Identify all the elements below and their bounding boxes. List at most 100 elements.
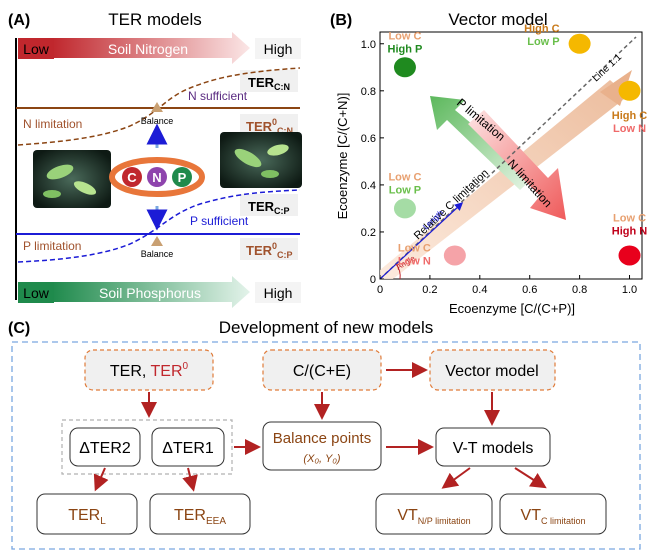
- x-tick-label: 0.8: [572, 284, 587, 296]
- ter-cn-curve: [17, 67, 301, 146]
- n-sufficient-label: N sufficient: [188, 89, 248, 103]
- ter0-cn-box: [240, 114, 298, 136]
- box-vt: V-T models: [435, 427, 551, 467]
- scatter-point: [393, 57, 416, 78]
- box-dter2: ΔTER2: [69, 427, 141, 467]
- box-ratio: C/(C+E): [262, 349, 382, 391]
- box-dter1-label: ΔTER1: [162, 440, 214, 457]
- panel-c: (C) Development of new models TER, TER0 …: [8, 318, 641, 550]
- p-limitation-label: P limitation: [23, 239, 81, 253]
- dter-group-frame: [61, 419, 233, 475]
- panel-a-letter: (A): [8, 12, 30, 29]
- phosphorus-low-box: [18, 282, 54, 303]
- vector-plot: Line 1:1 P limitation N limitation Relat…: [361, 23, 648, 296]
- p-circle: [172, 167, 192, 187]
- y-axis-label: Ecoenzyme [C/(C+N)]: [335, 93, 350, 220]
- c-label: C: [127, 170, 137, 185]
- box-ter-l: TERL: [36, 493, 138, 535]
- nitrogen-gradient-arrow: [52, 32, 250, 64]
- n-circle: [147, 167, 167, 187]
- panel-a-title: TER models: [108, 10, 202, 29]
- n-limitation-arrow: [468, 110, 566, 220]
- phosphorus-bar-label: Soil Phosphorus: [99, 285, 201, 301]
- box-balance: Balance points (X₀, Y₀): [262, 421, 382, 471]
- box-ter-eea: TEREEA: [149, 493, 251, 535]
- box-vt-c-label: VTC limitation: [521, 507, 586, 526]
- scatter-point: [443, 245, 466, 266]
- arrow-dter1-down: [182, 467, 198, 492]
- ter-cn-box: [240, 70, 298, 92]
- balance-top-marker: [151, 102, 163, 112]
- y-tick-label: 0: [370, 274, 376, 286]
- box-ratio-label: C/(C+E): [293, 363, 351, 380]
- relative-c-arrowhead: [600, 70, 632, 106]
- nitrogen-low-box: [18, 38, 54, 59]
- angle-arc: [395, 263, 401, 280]
- y-tick-label: 0.4: [361, 180, 376, 192]
- y-tick-label: 0.2: [361, 227, 376, 239]
- nitrogen-low-label: Low: [23, 41, 50, 57]
- box-vt-c: VTC limitation: [499, 493, 607, 535]
- ter-cp-label: TERC:P: [248, 199, 290, 216]
- panel-c-letter: (C): [8, 320, 30, 337]
- nitrogen-high-box: [255, 38, 301, 59]
- balance-bottom-marker: [151, 236, 163, 246]
- box-ter-eea-label: TEREEA: [174, 507, 226, 527]
- line-1-1: [379, 36, 637, 280]
- phosphorus-high-box: [255, 282, 301, 303]
- phosphorus-low-label: Low: [23, 285, 50, 301]
- scatter-point: [618, 245, 641, 266]
- ter0-cn-label: TER0C:N: [246, 117, 293, 136]
- nitrogen-bar-label: Soil Nitrogen: [108, 41, 188, 57]
- panel-b: (B) Vector model Line 1:1 P limi: [330, 10, 647, 316]
- y-tick-label: 0.6: [361, 133, 376, 145]
- cnp-cycle-icon: C N P: [109, 157, 205, 197]
- box-dter2-label: ΔTER2: [79, 440, 131, 457]
- ter-cp-curve: [17, 189, 301, 263]
- arrow-vt-left-down: [441, 467, 471, 489]
- phosphorus-high-label: High: [264, 285, 293, 301]
- p-sufficient-label: P sufficient: [190, 214, 249, 228]
- bacteria-left-image: [33, 150, 111, 208]
- p-label: P: [178, 170, 187, 185]
- box-vt-np-label: VTN/P limitation: [397, 507, 470, 526]
- x-tick-label: 0: [377, 284, 383, 296]
- box-vector: Vector model: [429, 349, 556, 391]
- x-tick-label: 1.0: [622, 284, 637, 296]
- box-balance-sub: (X₀, Y₀): [303, 453, 341, 465]
- soil-nitrogen-bar: Low Soil Nitrogen High: [18, 32, 301, 64]
- x-axis-label: Ecoenzyme [C/(C+P)]: [449, 301, 575, 316]
- y-tick-label: 0.8: [361, 86, 376, 98]
- x-tick-label: 0.2: [422, 284, 437, 296]
- box-vector-label: Vector model: [445, 363, 538, 380]
- panel-b-title: Vector model: [448, 10, 547, 29]
- panel-a: (A) TER models Low Soil Nitrogen High TE…: [8, 10, 302, 308]
- y-tick-label: 1.0: [361, 39, 376, 51]
- c-circle: [122, 167, 142, 187]
- box-ter: TER, TER0: [84, 349, 214, 391]
- soil-phosphorus-bar: Low Soil Phosphorus High: [18, 276, 301, 308]
- box-vt-np: VTN/P limitation: [375, 493, 493, 535]
- box-balance-label: Balance points: [273, 430, 371, 447]
- arrow-dter2-down: [93, 467, 109, 492]
- balance-bottom-label: Balance: [141, 249, 174, 259]
- ter-cp-box: [240, 194, 298, 216]
- ter0-cp-label: TER0C:P: [246, 241, 293, 260]
- arrow-vt-right-down: [514, 467, 547, 489]
- panel-b-letter: (B): [330, 12, 352, 29]
- box-dter1: ΔTER1: [151, 427, 225, 467]
- n-label: N: [152, 170, 161, 185]
- relative-c-limitation-band: [380, 80, 628, 279]
- p-limitation-arrow: [430, 96, 535, 190]
- panel-c-title: Development of new models: [219, 318, 434, 337]
- balance-top-label: Balance: [141, 116, 174, 126]
